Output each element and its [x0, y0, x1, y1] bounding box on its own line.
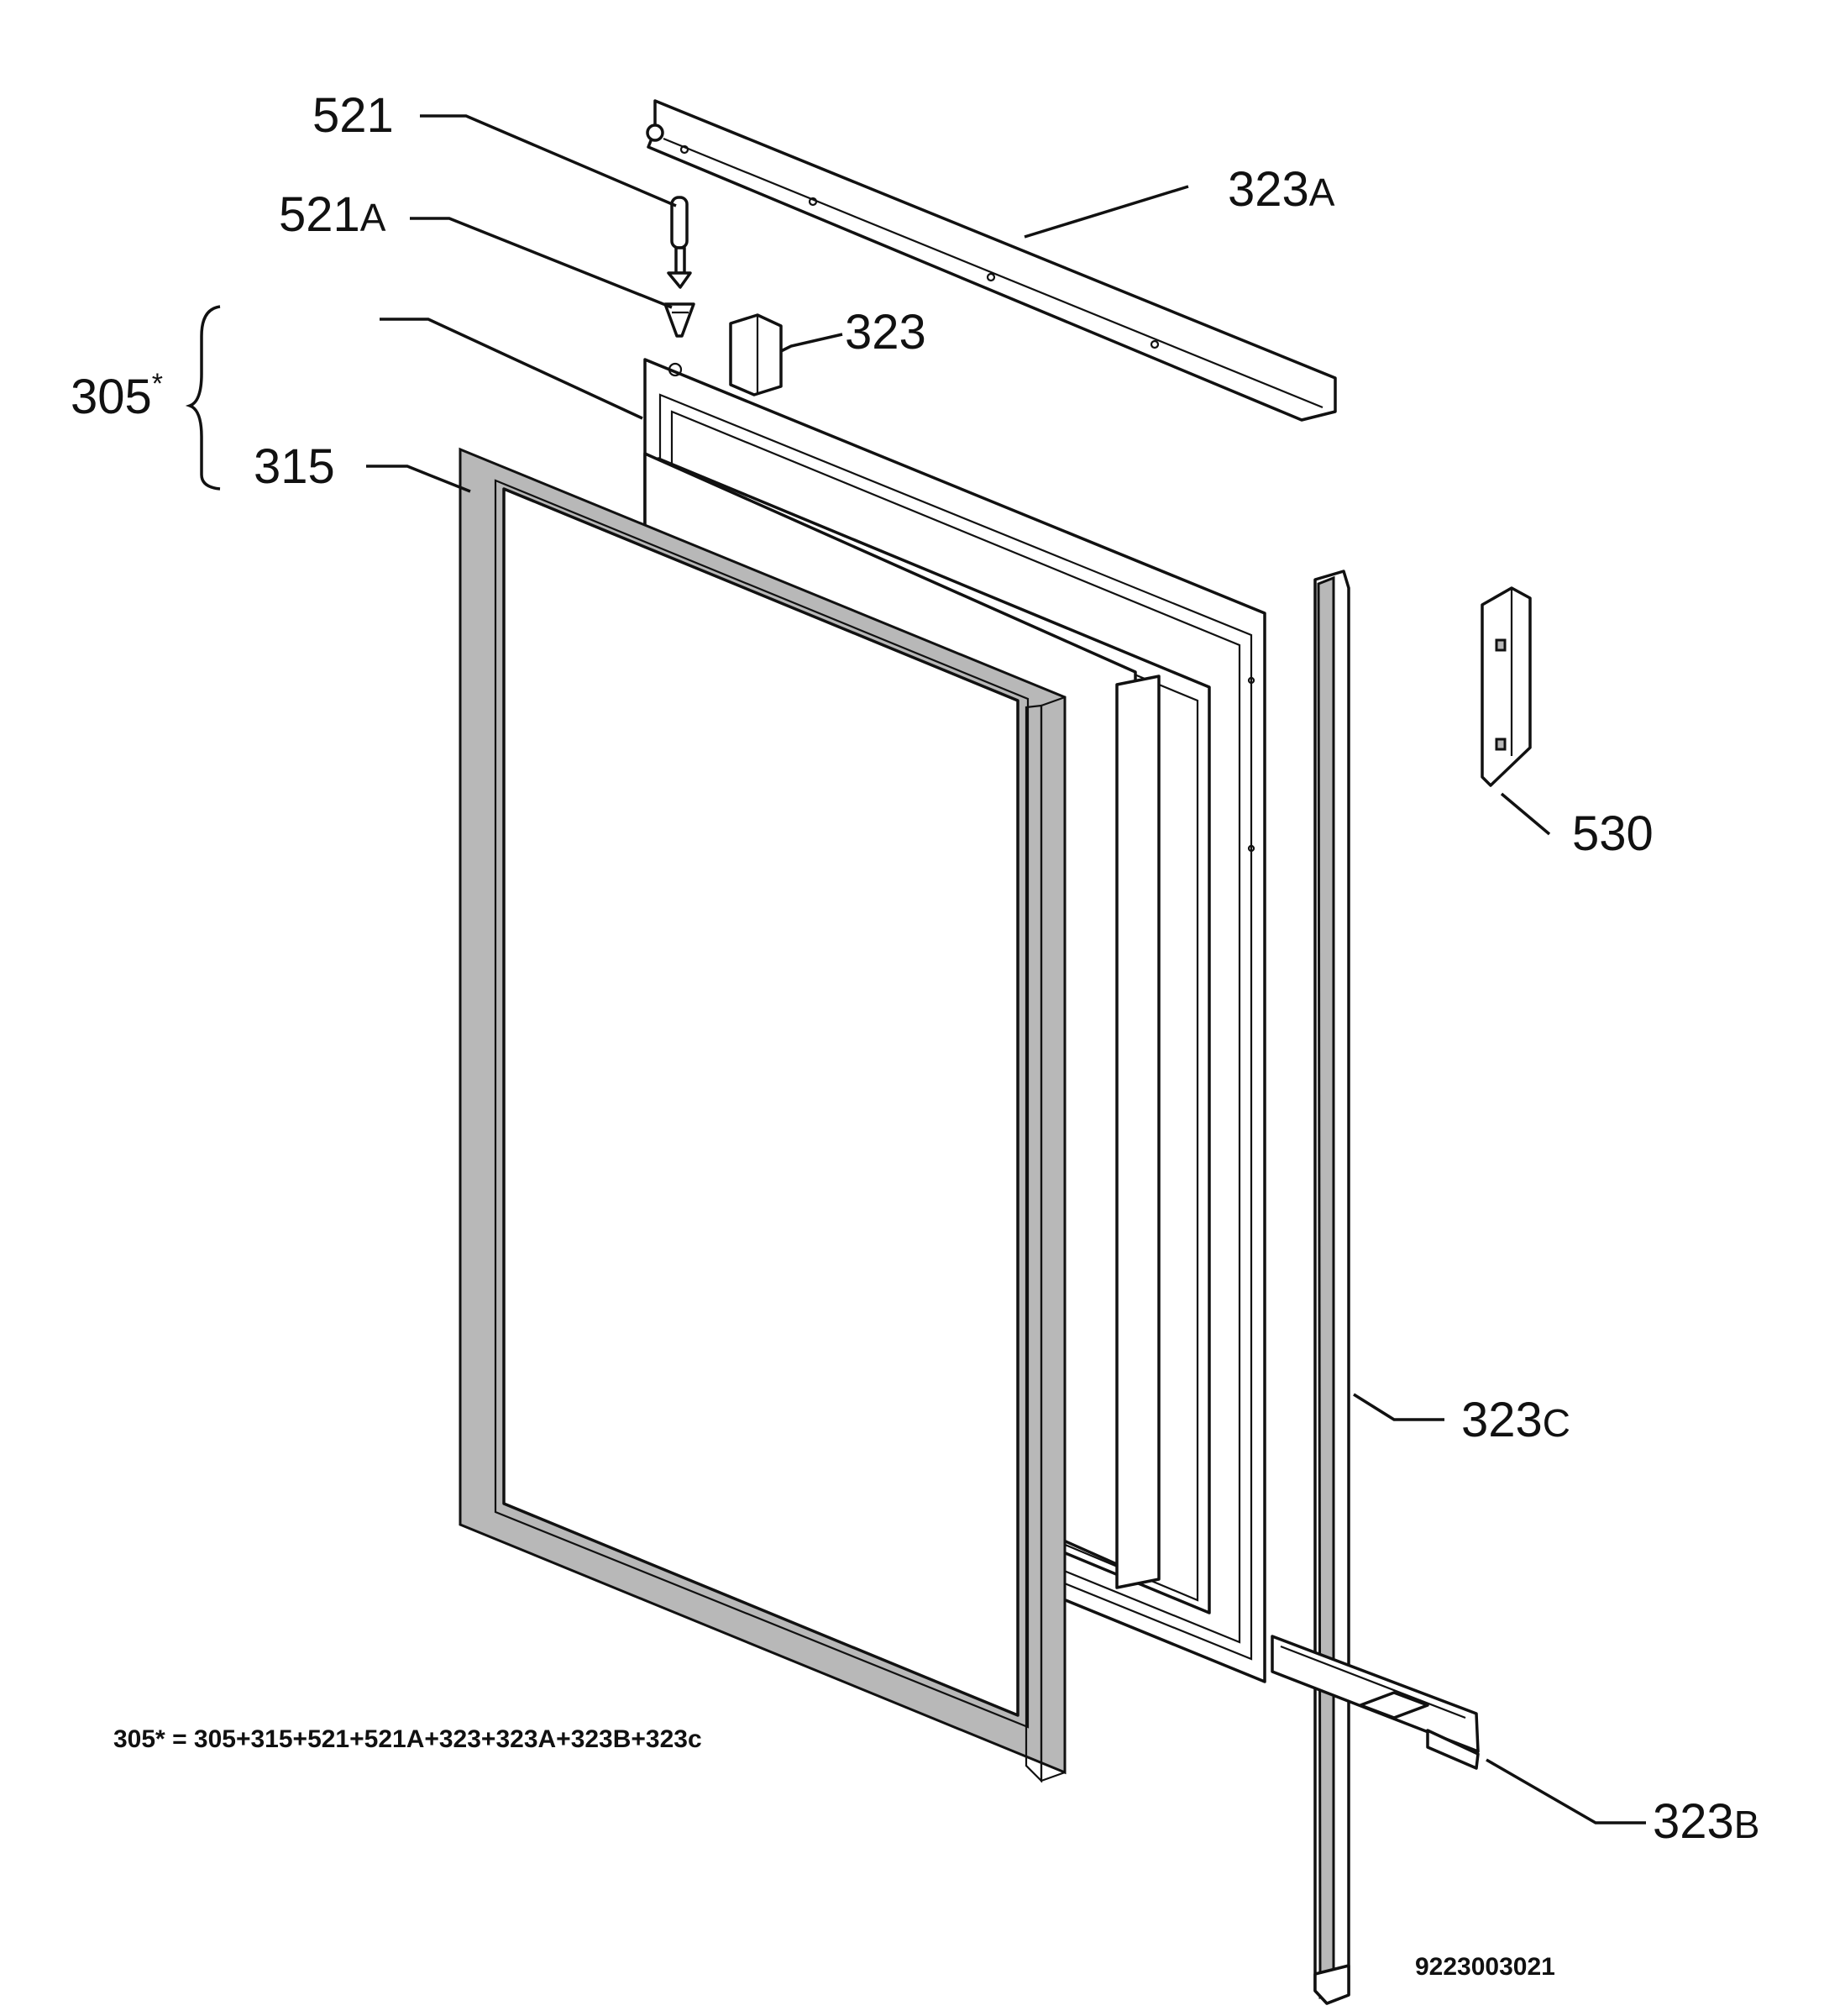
assembly-formula: 305* = 305+315+521+521A+323+323A+323B+32…	[113, 1725, 702, 1753]
door-gasket-315	[459, 447, 1067, 1783]
group-brace-305	[185, 305, 221, 491]
drawing-number: 9223003021	[1415, 1953, 1555, 1981]
leader-lines	[366, 114, 1646, 1824]
callout-323A: 323A	[1228, 162, 1335, 217]
callout-521A: 521A	[279, 187, 386, 242]
bottom-rail-323B	[1271, 1635, 1480, 1770]
callout-323: 323	[845, 305, 926, 360]
hinge-bar-323	[729, 313, 783, 396]
callout-521: 521	[312, 88, 394, 143]
top-rail-323A	[646, 99, 1337, 422]
side-rail-323C	[1313, 570, 1350, 2005]
callout-323B: 323B	[1653, 1794, 1759, 1849]
bracket-530	[1481, 586, 1532, 787]
callout-530: 530	[1572, 806, 1654, 861]
callout-315: 315	[254, 439, 335, 494]
callout-305: 305*	[71, 368, 163, 424]
callout-323C: 323C	[1461, 1393, 1570, 1447]
washer-521A	[663, 302, 695, 338]
screw-521	[667, 196, 692, 289]
